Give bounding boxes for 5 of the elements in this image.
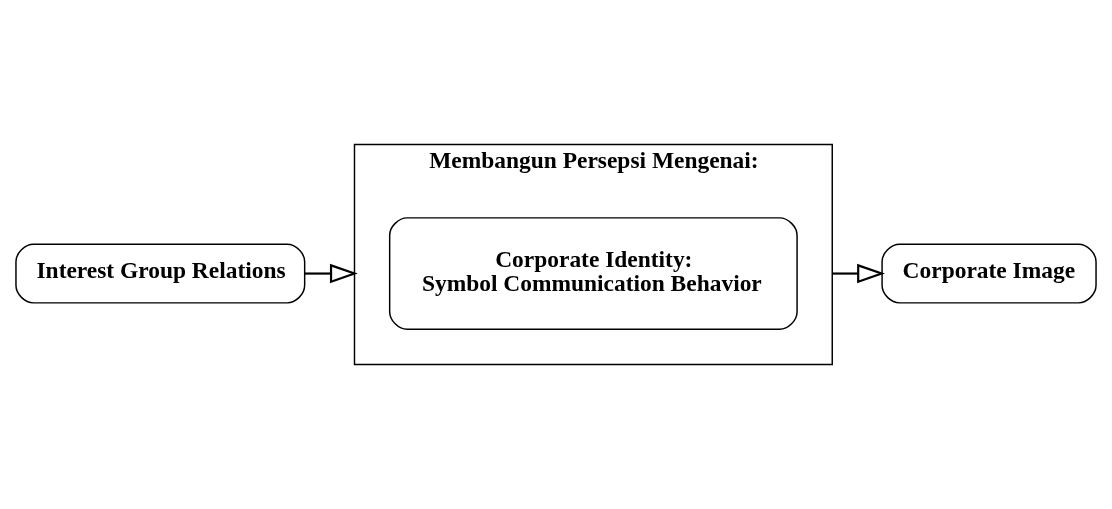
arrow — [305, 263, 358, 284]
node-box: Interest Group Relations — [15, 243, 306, 304]
arrow — [832, 263, 885, 284]
node-box: Corporate Identity: Symbol Communication Behavior — [388, 217, 798, 330]
node-box: Corporate Image — [881, 243, 1097, 304]
